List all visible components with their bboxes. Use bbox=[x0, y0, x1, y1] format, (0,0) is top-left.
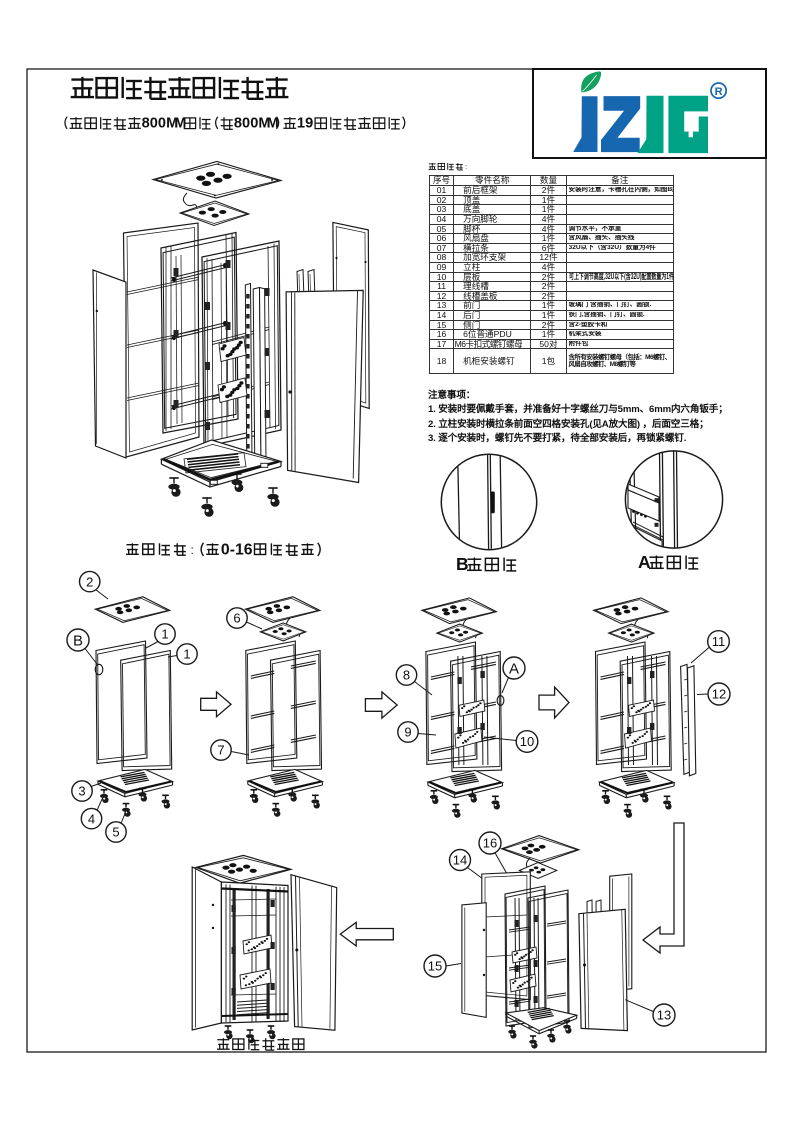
svg-text:A: A bbox=[509, 660, 519, 677]
svg-text:1: 1 bbox=[235, 542, 244, 559]
svg-text:2: 2 bbox=[86, 574, 93, 589]
svg-text:8: 8 bbox=[234, 116, 242, 132]
svg-text:M: M bbox=[166, 116, 178, 132]
svg-text:9: 9 bbox=[305, 116, 313, 132]
svg-text:1: 1 bbox=[161, 627, 168, 642]
svg-text:10: 10 bbox=[520, 734, 534, 749]
svg-text:4: 4 bbox=[88, 811, 95, 826]
svg-text:0: 0 bbox=[250, 116, 258, 132]
svg-text:7: 7 bbox=[217, 743, 224, 758]
svg-text:6: 6 bbox=[233, 611, 240, 626]
svg-text:1: 1 bbox=[297, 116, 305, 132]
svg-text:12: 12 bbox=[712, 687, 726, 702]
svg-text:A: A bbox=[638, 552, 651, 572]
svg-text:1: 1 bbox=[183, 647, 190, 662]
svg-text:B: B bbox=[456, 554, 469, 574]
svg-text:13: 13 bbox=[657, 1008, 671, 1023]
svg-text:0: 0 bbox=[150, 116, 158, 132]
svg-text:8: 8 bbox=[403, 668, 410, 683]
svg-text:M: M bbox=[258, 116, 270, 132]
svg-text:R: R bbox=[715, 86, 723, 98]
svg-text:3: 3 bbox=[78, 784, 85, 799]
svg-text:6: 6 bbox=[244, 542, 253, 559]
svg-text:15: 15 bbox=[428, 959, 442, 974]
svg-text:0: 0 bbox=[221, 542, 230, 559]
svg-text:0: 0 bbox=[242, 116, 250, 132]
svg-text:9: 9 bbox=[404, 725, 411, 740]
svg-text:M: M bbox=[267, 116, 279, 132]
svg-text:M: M bbox=[174, 116, 186, 132]
svg-text:8: 8 bbox=[142, 116, 150, 132]
svg-text:14: 14 bbox=[453, 853, 467, 868]
svg-text:-: - bbox=[230, 542, 235, 559]
svg-text:11: 11 bbox=[712, 634, 726, 649]
svg-text:5: 5 bbox=[112, 825, 119, 840]
svg-text:16: 16 bbox=[483, 836, 497, 851]
svg-text:B: B bbox=[73, 632, 83, 649]
svg-text:0: 0 bbox=[158, 116, 166, 132]
